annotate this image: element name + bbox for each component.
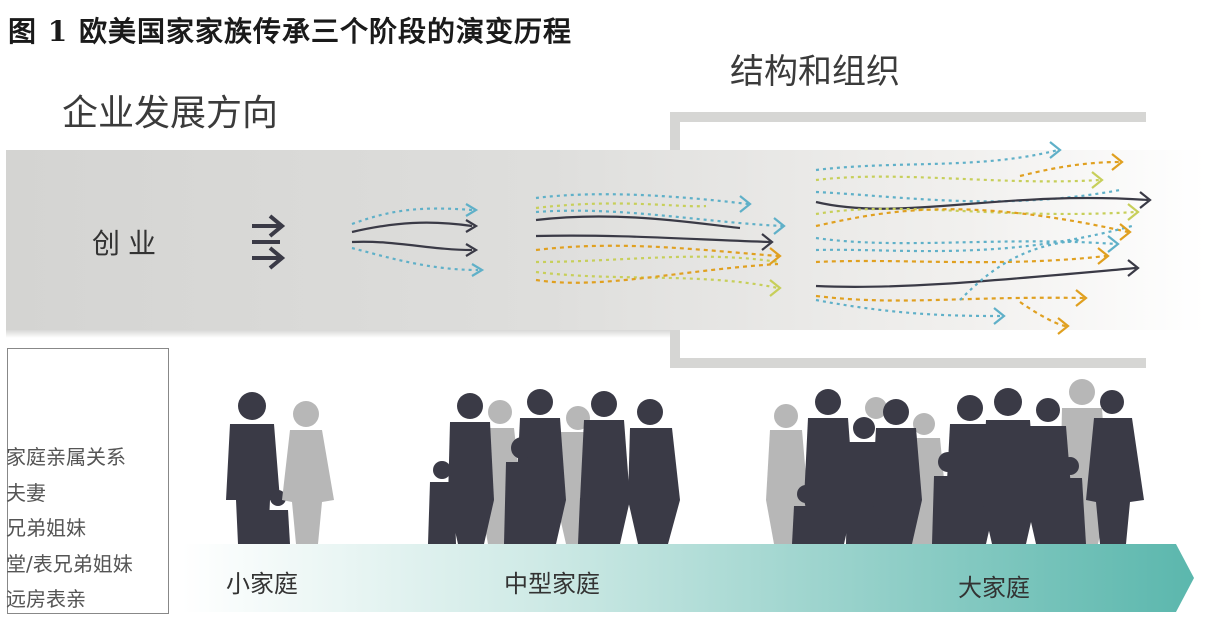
legend-item: 夫妻 <box>6 476 133 512</box>
stage-label-small: 小家庭 <box>226 564 298 599</box>
small-family-silhouettes <box>226 392 290 544</box>
legend-item: 远房表亲 <box>6 582 133 618</box>
legend-item: 兄弟姐妹 <box>6 511 133 547</box>
large-family-silhouettes <box>766 379 1144 544</box>
stage-label-medium: 中型家庭 <box>504 564 600 599</box>
stage-label-large: 大家庭 <box>958 568 1030 603</box>
startup-label: 创业 <box>92 222 164 262</box>
family-size-arrow <box>182 544 1194 612</box>
legend-list: 家庭亲属关系 夫妻 兄弟姐妹 堂/表兄弟姐妹 远房表亲 <box>6 440 133 618</box>
direction-band-fill <box>6 150 1206 330</box>
legend-item: 堂/表兄弟姐妹 <box>6 547 133 583</box>
medium-family-silhouettes <box>428 389 680 544</box>
legend-item: 家庭亲属关系 <box>6 440 133 476</box>
